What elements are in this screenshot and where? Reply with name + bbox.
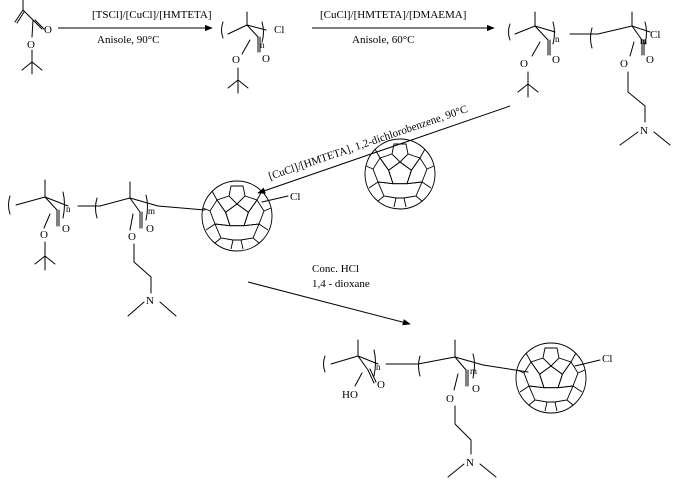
carbonyl-oxygen-label: O [262, 53, 270, 65]
c60-fullerene-icon [364, 138, 436, 210]
carbonyl-oxygen-label: O [44, 24, 52, 36]
repeat-n-label: n [555, 34, 560, 44]
carbonyl-oxygen-label: O [62, 223, 70, 235]
chlorine-label: Cl [274, 24, 284, 36]
carbonyl-oxygen-label: O [552, 54, 560, 66]
step3-reagents: [CuCl]/[HMTETA], 1,2-dichlorobenzene, 90… [267, 103, 469, 183]
pmaa-b-pdmaema-c60-cl: n m O HO O O N Cl [323, 339, 612, 478]
ester-oxygen-label: O [620, 58, 628, 70]
tbma-monomer: O O [14, 0, 52, 75]
hydroxyl-label: HO [342, 389, 358, 401]
reaction-step-2: [CuCl]/[HMTETA]/[DMAEMA] Anisole, 60°C [312, 9, 495, 46]
ester-oxygen-label: O [40, 229, 48, 241]
chlorine-label: Cl [602, 353, 612, 365]
ptbma-b-pdmaema-c60-cl: n m O O O O N Cl [8, 179, 300, 317]
amine-nitrogen-label: N [466, 457, 474, 469]
reaction-step-4: Conc. HCl 1,4 - dioxane [247, 263, 411, 326]
carbonyl-oxygen-label: O [646, 54, 654, 66]
repeat-n-label: n [260, 40, 265, 50]
step3-arrow [257, 105, 511, 194]
amine-nitrogen-label: N [146, 295, 154, 307]
step1-reagents: [TSCl]/[CuCl]/[HMTETA] [92, 9, 212, 21]
repeat-n-label: n [376, 362, 381, 372]
repeat-m-label: m [148, 206, 155, 216]
amine-nitrogen-label: N [640, 125, 648, 137]
carbonyl-oxygen-label: O [472, 383, 480, 395]
repeat-n-label: n [66, 204, 71, 214]
step2-conditions: Anisole, 60°C [352, 34, 414, 46]
carbonyl-oxygen-label: O [377, 379, 385, 391]
chlorine-label: Cl [290, 191, 300, 203]
ester-oxygen-label: O [520, 58, 528, 70]
carbonyl-oxygen-label: O [146, 223, 154, 235]
reaction-step-1: [TSCl]/[CuCl]/[HMTETA] Anisole, 90°C [58, 9, 213, 46]
step4-conditions: 1,4 - dioxane [312, 278, 370, 290]
step2-reagents: [CuCl]/[HMTETA]/[DMAEMA] [320, 9, 466, 21]
ester-oxygen-label: O [446, 393, 454, 405]
step4-reagents: Conc. HCl [312, 263, 359, 275]
ester-oxygen-label: O [27, 39, 35, 51]
ester-oxygen-label: O [128, 231, 136, 243]
step4-arrow [247, 281, 411, 326]
repeat-m-label: m [470, 366, 477, 376]
step1-conditions: Anisole, 90°C [97, 34, 159, 46]
ptbma-b-pdmaema-cl: n m Cl O O O O N [508, 11, 671, 146]
ptbma-cl: n Cl O O [221, 11, 284, 94]
chlorine-label: Cl [650, 29, 660, 41]
reaction-step-3: [CuCl]/[HMTETA], 1,2-dichlorobenzene, 90… [257, 103, 511, 194]
ester-oxygen-label: O [232, 54, 240, 66]
